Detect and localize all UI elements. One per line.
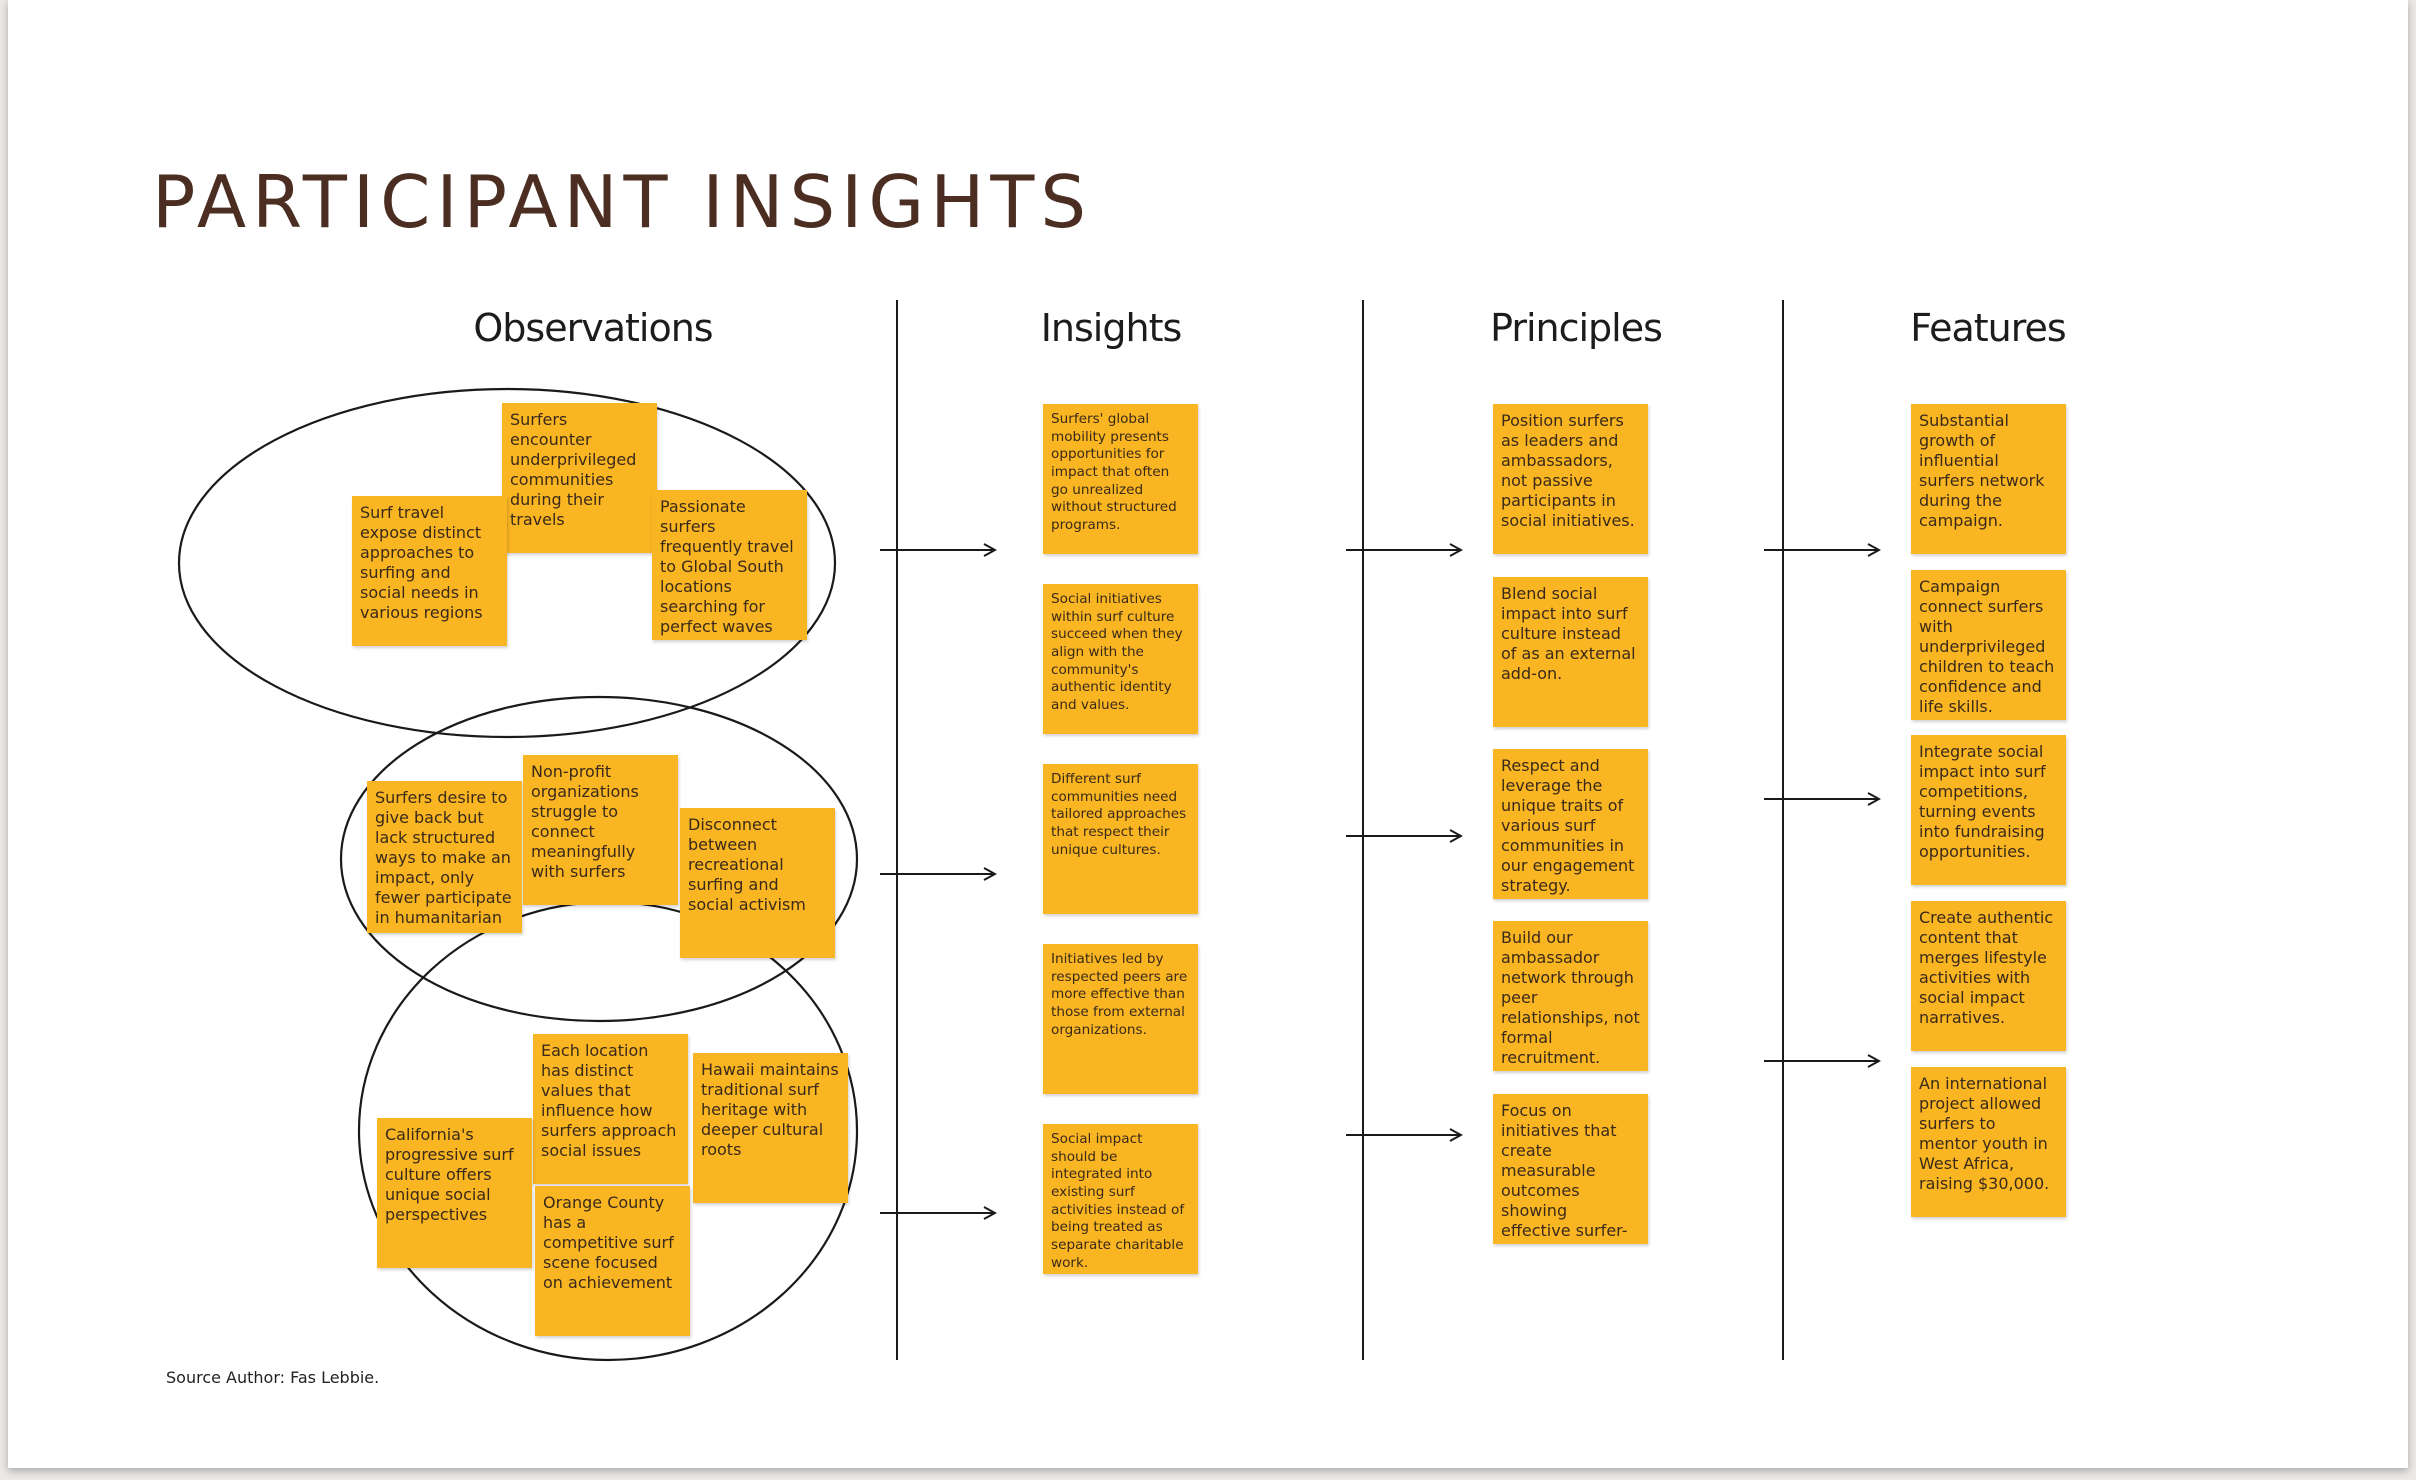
principle-note: Blend social impact into surf culture in… — [1493, 577, 1648, 727]
principle-note: Respect and leverage the unique traits o… — [1493, 749, 1648, 899]
insight-note: Social initiatives within surf culture s… — [1043, 584, 1198, 734]
observation-note: Passionate surfers frequently travel to … — [652, 490, 807, 640]
source-credit: Source Author: Fas Lebbie. — [166, 1368, 380, 1387]
feature-note: Campaign connect surfers with underprivi… — [1911, 570, 2066, 720]
observation-note: Orange County has a competitive surf sce… — [535, 1186, 690, 1336]
principle-note: Build our ambassador network through pee… — [1493, 921, 1648, 1071]
observation-note: Each location has distinct values that i… — [533, 1034, 688, 1184]
insight-note: Initiatives led by respected peers are m… — [1043, 944, 1198, 1094]
insight-note: Social impact should be integrated into … — [1043, 1124, 1198, 1274]
feature-note: An international project allowed surfers… — [1911, 1067, 2066, 1217]
insights-heading: Insights — [1040, 306, 1183, 350]
observations-heading: Observations — [473, 306, 713, 350]
observation-note: Surf travel expose distinct approaches t… — [352, 496, 507, 646]
principles-heading: Principles — [1490, 306, 1663, 350]
insight-note: Different surf communities need tailored… — [1043, 764, 1198, 914]
observation-note: California's progressive surf culture of… — [377, 1118, 532, 1268]
observation-note: Surfers encounter underprivileged commun… — [502, 403, 657, 553]
observation-group-ellipse — [177, 387, 837, 739]
features-heading: Features — [1910, 306, 2066, 350]
principle-note: Focus on initiatives that create measura… — [1493, 1094, 1648, 1244]
principle-note: Position surfers as leaders and ambassad… — [1493, 404, 1648, 554]
observation-note: Non-profit organizations struggle to con… — [523, 755, 678, 905]
observation-note: Surfers desire to give back but lack str… — [367, 781, 522, 933]
observation-note: Hawaii maintains traditional surf herita… — [693, 1053, 848, 1203]
feature-note: Substantial growth of influential surfer… — [1911, 404, 2066, 554]
observation-note: Disconnect between recreational surfing … — [680, 808, 835, 958]
observation-group-ellipse — [339, 695, 859, 1023]
page-title: PARTICIPANT INSIGHTS — [152, 160, 1093, 244]
feature-note: Create authentic content that merges lif… — [1911, 901, 2066, 1051]
insight-note: Surfers' global mobility presents opport… — [1043, 404, 1198, 554]
feature-note: Integrate social impact into surf compet… — [1911, 735, 2066, 885]
